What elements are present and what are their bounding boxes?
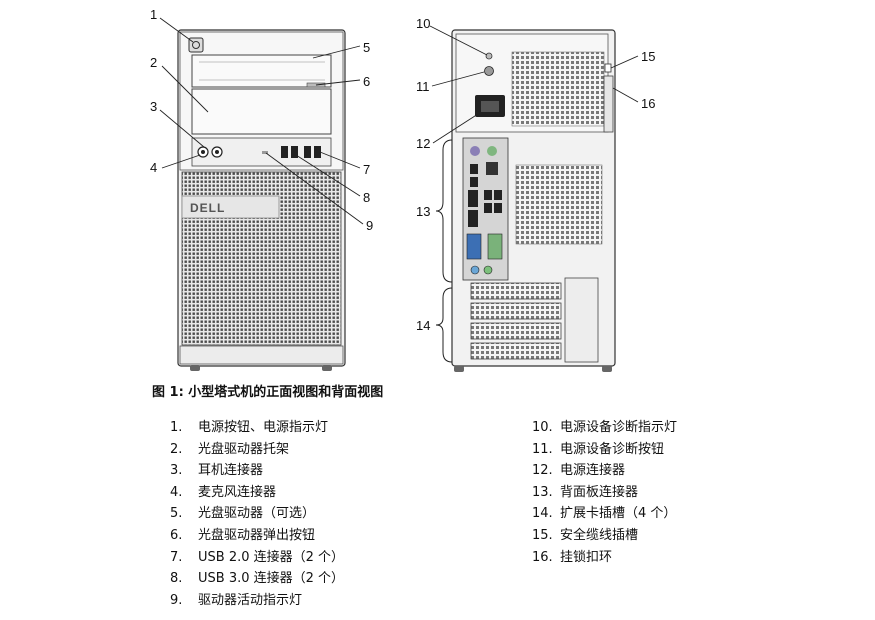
callout-8: 8 xyxy=(363,190,370,205)
legend-item-number: 6. xyxy=(170,527,183,543)
legend-item-text: 安全缆线插槽 xyxy=(560,527,639,543)
legend-item: 3. 耳机连接器 xyxy=(170,460,344,482)
legend-item: 13. 背面板连接器 xyxy=(532,482,677,504)
leader-lines xyxy=(159,17,639,225)
line-in-port[interactable] xyxy=(470,265,480,275)
ps2-keyboard-port[interactable] xyxy=(487,146,497,156)
legend-item: 2. 光盘驱动器托架 xyxy=(170,439,344,461)
legend-item-text: 光盘驱动器弹出按钮 xyxy=(198,527,316,543)
legend-item-text: USB 2.0 连接器（2 个） xyxy=(198,549,345,565)
legend-item: 1. 电源按钮、电源指示灯 xyxy=(170,417,344,439)
back-vent xyxy=(515,164,603,245)
figure-caption: 图 1: 小型塔式机的正面视图和背面视图 xyxy=(152,385,384,400)
callout-7: 7 xyxy=(363,162,370,177)
callout-2: 2 xyxy=(150,55,157,70)
callout-10: 10 xyxy=(416,16,430,31)
callout-1: 1 xyxy=(150,7,157,22)
dell-logo: DELL xyxy=(190,201,225,215)
legend-item: 11. 电源设备诊断按钮 xyxy=(532,439,677,461)
ps2-mouse-port[interactable] xyxy=(470,146,480,156)
callout-16: 16 xyxy=(641,96,655,111)
slot-retention-latch[interactable] xyxy=(564,277,599,363)
usb3-port-2[interactable] xyxy=(291,146,298,158)
security-cable-slot[interactable] xyxy=(604,63,612,73)
back-view xyxy=(451,29,616,372)
callout-numbers: 1 2 3 4 5 6 7 8 9 10 11 12 13 14 15 16 xyxy=(150,7,655,333)
legend-item-text: 驱动器活动指示灯 xyxy=(198,592,303,608)
psu-diagnostic-button[interactable] xyxy=(484,66,494,76)
legend-item: 4. 麦克风连接器 xyxy=(170,482,344,504)
legend-item: 12. 电源连接器 xyxy=(532,460,677,482)
legend-item-text: 电源连接器 xyxy=(560,463,626,479)
legend-item: 16. 挂锁扣环 xyxy=(532,547,677,569)
legend-item-number: 13. xyxy=(532,484,553,500)
expansion-card-slots xyxy=(470,282,562,360)
legend-item-text: 光盘驱动器（可选） xyxy=(198,506,316,522)
legend-item-number: 3. xyxy=(170,463,183,479)
legend-item-number: 15. xyxy=(532,527,553,543)
dell-badge xyxy=(181,195,280,219)
callout-14: 14 xyxy=(416,318,430,333)
callout-11: 11 xyxy=(416,79,430,94)
legend-item-number: 2. xyxy=(170,441,183,457)
network-port[interactable] xyxy=(486,162,498,175)
legend-item-number: 12. xyxy=(532,463,553,479)
callout-braces xyxy=(435,139,453,363)
legend-item-number: 4. xyxy=(170,484,183,500)
legend-item-number: 1. xyxy=(170,420,183,435)
legend-item: 6. 光盘驱动器弹出按钮 xyxy=(170,525,344,547)
legend-item-number: 7. xyxy=(170,549,183,565)
legend-item: 14. 扩展卡插槽（4 个） xyxy=(532,503,677,525)
legend-item: 15. 安全缆线插槽 xyxy=(532,525,677,547)
usb2-port-1[interactable] xyxy=(304,146,311,158)
callout-5: 5 xyxy=(363,40,370,55)
psu-vent xyxy=(511,51,605,127)
callout-3: 3 xyxy=(150,99,157,114)
legend-item-number: 8. xyxy=(170,571,183,587)
legend-item: 8. USB 3.0 连接器（2 个） xyxy=(170,568,344,590)
legend-item-number: 5. xyxy=(170,506,183,522)
psu-diagnostic-light xyxy=(485,52,493,60)
legend-item: 9. 驱动器活动指示灯 xyxy=(170,590,344,612)
legend-item-number: 11. xyxy=(532,441,553,457)
tower-diagram: DELL xyxy=(150,7,655,372)
legend-item-text: 扩展卡插槽（4 个） xyxy=(560,506,677,522)
legend-left-column: 1. 电源按钮、电源指示灯 2. 光盘驱动器托架 3. 耳机连接器 4. 麦克风连接器 5. 光盘… xyxy=(170,417,344,611)
callout-12: 12 xyxy=(416,136,430,151)
serial-port[interactable] xyxy=(487,233,503,260)
legend-item-text: 耳机连接器 xyxy=(198,463,264,479)
legend-right-column: 10. 电源设备诊断指示灯 11. 电源设备诊断按钮 12. 电源连接器 13. 背面板连接器… xyxy=(532,417,677,568)
callout-4: 4 xyxy=(150,160,157,175)
front-view: DELL xyxy=(177,29,346,371)
legend-item-number: 14. xyxy=(532,506,553,522)
legend-item-text: USB 3.0 连接器（2 个） xyxy=(198,571,345,587)
usb2-port-2[interactable] xyxy=(314,146,321,158)
legend-item: 10. 电源设备诊断指示灯 xyxy=(532,417,677,439)
legend-item-text: 挂锁扣环 xyxy=(560,549,613,565)
legend-item-text: 光盘驱动器托架 xyxy=(198,441,290,457)
legend-item-text: 电源设备诊断按钮 xyxy=(560,441,665,457)
legend-item-number: 10. xyxy=(532,420,553,435)
drive-activity-light xyxy=(262,151,268,154)
legend-item: 5. 光盘驱动器（可选） xyxy=(170,503,344,525)
legend-item-number: 16. xyxy=(532,549,553,565)
usb3-port-1[interactable] xyxy=(281,146,288,158)
line-out-port[interactable] xyxy=(483,265,493,275)
legend-item: 7. USB 2.0 连接器（2 个） xyxy=(170,547,344,569)
front-base xyxy=(179,345,344,365)
optical-drive xyxy=(191,54,332,88)
legend-item-text: 电源设备诊断指示灯 xyxy=(560,420,678,435)
callout-6: 6 xyxy=(363,74,370,89)
legend-item-text: 电源按钮、电源指示灯 xyxy=(198,420,329,435)
callout-15: 15 xyxy=(641,49,655,64)
legend-item-text: 麦克风连接器 xyxy=(198,484,277,500)
power-button-icon xyxy=(192,41,200,49)
callout-13: 13 xyxy=(416,204,430,219)
optical-drive-bay xyxy=(191,88,332,135)
callout-9: 9 xyxy=(366,218,373,233)
legend-item-number: 9. xyxy=(170,592,183,608)
padlock-ring[interactable] xyxy=(603,75,614,133)
vga-port[interactable] xyxy=(466,233,482,260)
legend-item-text: 背面板连接器 xyxy=(560,484,639,500)
